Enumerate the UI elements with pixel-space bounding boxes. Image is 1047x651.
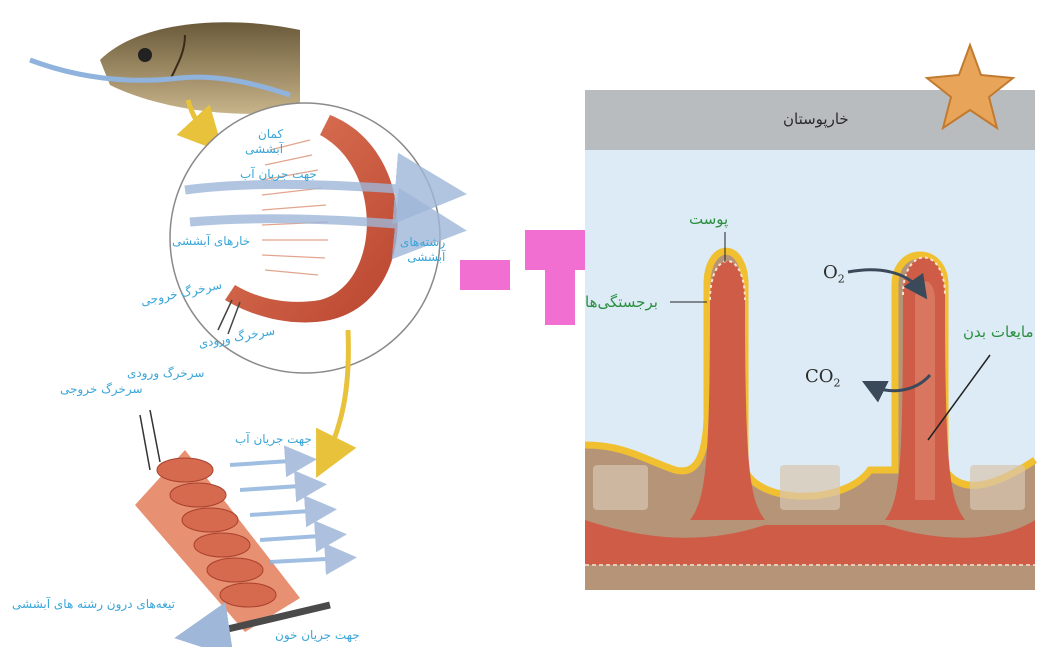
echinoderm-diagram: خارپوستان پوست برجستگی‌ها مایعات بدن O2 …	[585, 0, 1047, 647]
label-lamellae: تیغه‌های درون رشته‌ های آبششی	[12, 597, 175, 611]
label-gill-rakers: خارهای آبششی	[172, 234, 250, 248]
blood-flow-arrow	[195, 632, 215, 635]
panel-title: خارپوستان	[783, 110, 849, 128]
label-body-fluid: مایعات بدن	[963, 323, 1034, 341]
label-water-flow-1: جهت جریان آب	[240, 167, 317, 181]
label-gill-arch: کمان آبششی	[245, 127, 283, 157]
label-co2: CO2	[805, 366, 841, 390]
fish-head	[30, 22, 300, 114]
label-blood-flow: جهت جریان خون	[275, 628, 360, 642]
label-projections: برجستگی‌ها	[585, 293, 658, 311]
label-outlet-artery-2: سرخرگ خروجی	[60, 382, 143, 396]
label-gill-filaments: رشته‌های آبششی	[400, 235, 445, 265]
watermark-logo	[455, 210, 590, 325]
label-skin: پوست	[689, 210, 728, 228]
label-inlet-artery-2: سرخرگ ورودی	[127, 366, 204, 380]
label-water-flow-2: جهت جریان آب	[235, 432, 312, 446]
label-o2: O2	[823, 262, 845, 286]
